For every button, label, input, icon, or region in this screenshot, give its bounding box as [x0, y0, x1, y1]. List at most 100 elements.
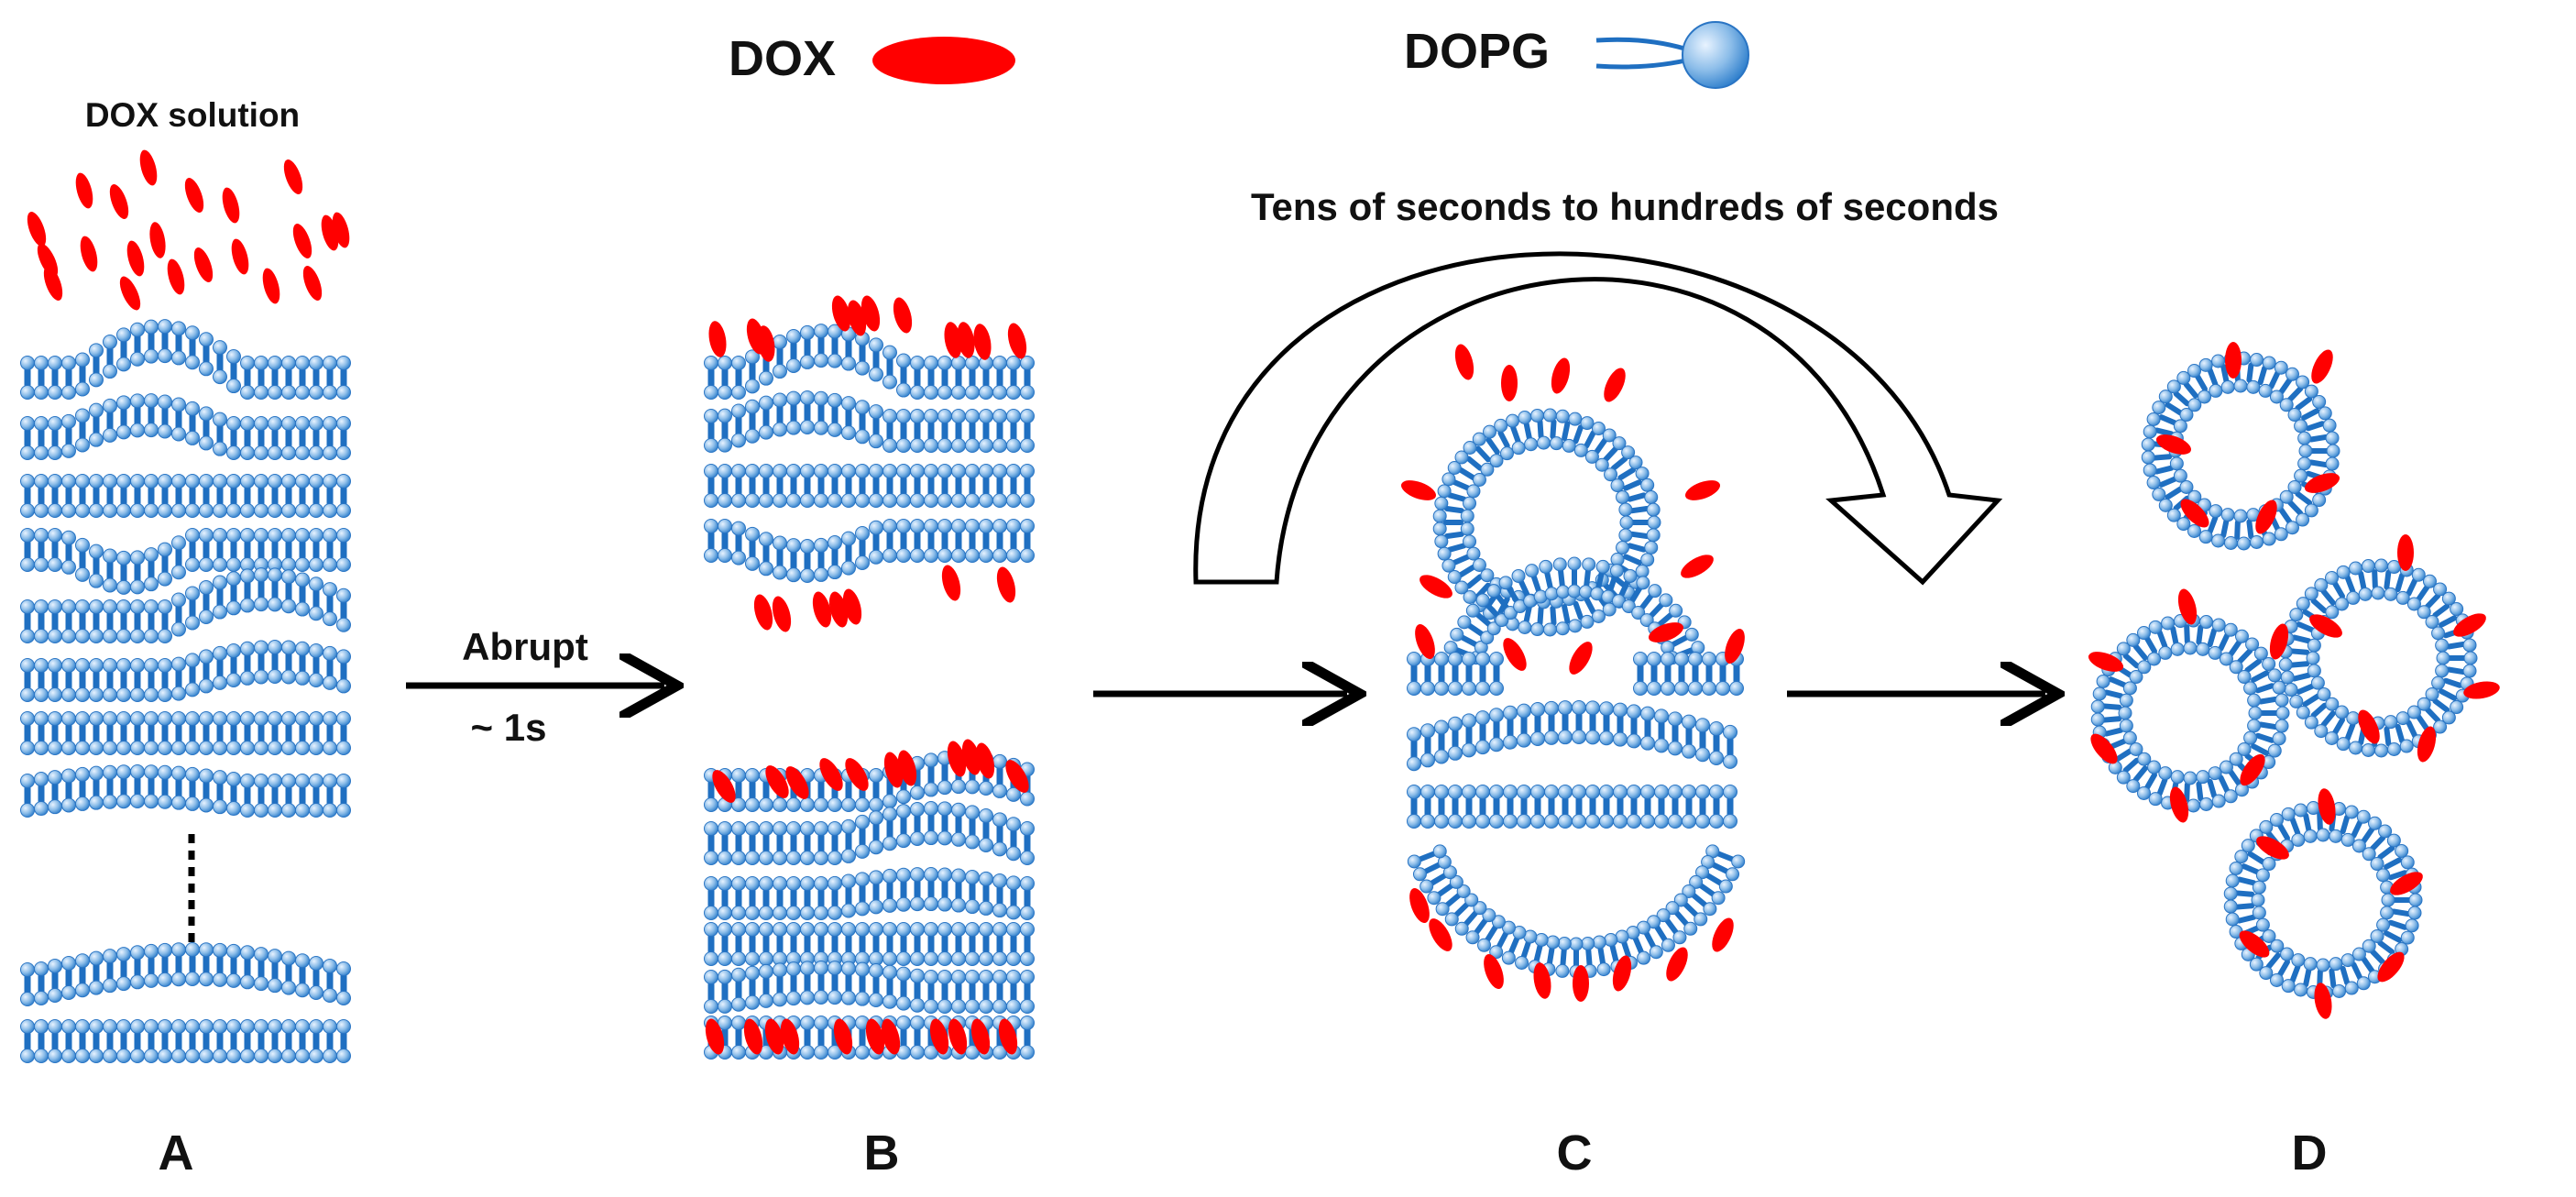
lipid-bilayer — [1407, 700, 1737, 772]
unilamellar-vesicle-1 — [2141, 351, 2340, 551]
dox-molecule — [2155, 434, 2192, 455]
legend-dox-label: DOX — [729, 31, 836, 86]
lipid-bilayer — [704, 519, 1035, 583]
dox-molecule — [43, 266, 63, 301]
lipid-bilayer — [1407, 652, 1504, 696]
panel-d-unilamellar-vesicles — [2090, 351, 2478, 1000]
dox-molecule — [126, 240, 145, 277]
lipid-bilayer — [1407, 785, 1737, 829]
dox-molecule — [1005, 760, 1029, 793]
dox-molecule — [2318, 788, 2336, 825]
dox-molecule — [1648, 622, 1684, 642]
dox-molecule — [1501, 365, 1518, 401]
fast-timescale-label: ~ 1s — [471, 706, 547, 749]
lipid-bilayer — [20, 764, 351, 818]
panel-letters: A B C D — [159, 1126, 2328, 1181]
unilamellar-vesicle-2 — [2278, 558, 2478, 758]
dox-molecule — [1484, 953, 1504, 990]
dox-molecule — [119, 276, 141, 311]
panel-b-separated-stacks — [704, 324, 1035, 1060]
curved-bilayer-lower — [1407, 844, 1746, 979]
dox-molecule — [1604, 368, 1626, 402]
dox-molecule — [975, 742, 995, 779]
dox-molecule — [1415, 623, 1435, 660]
dox-molecule — [1712, 917, 1734, 952]
dox-molecule — [2463, 681, 2500, 699]
dox-molecule — [222, 187, 240, 224]
abrupt-label: Abrupt — [462, 625, 588, 668]
lipid-bilayer — [20, 319, 351, 400]
lipid-bilayer — [20, 474, 351, 518]
dox-molecule — [705, 1018, 725, 1055]
slow-timescale-label: Tens of seconds to hundreds of seconds — [1251, 185, 1999, 228]
dox-molecule — [139, 149, 158, 186]
dox-molecule — [262, 268, 280, 304]
dox-molecule — [2311, 349, 2333, 384]
dox-molecule — [1409, 887, 1430, 924]
dox-molecule — [948, 1018, 968, 1055]
panel-letter-b: B — [864, 1126, 900, 1181]
lipid-bilayer — [20, 393, 351, 460]
dox-molecules — [27, 149, 2500, 1055]
dox-molecule — [2240, 753, 2265, 786]
dox-molecule — [2314, 983, 2332, 1019]
lipid-bilayer — [20, 1019, 351, 1063]
transition-arrows — [406, 251, 2045, 694]
dox-molecule — [708, 321, 727, 357]
dox-molecule — [998, 1018, 1018, 1055]
lipid-bilayer — [20, 711, 351, 755]
dox-molecule — [881, 1018, 901, 1055]
dox-molecule — [1007, 323, 1027, 359]
panel-letter-c: C — [1557, 1126, 1593, 1181]
lipid-bilayer — [704, 324, 1035, 400]
lipid-bilayer — [20, 942, 351, 1006]
dox-molecule — [970, 1018, 991, 1055]
dox-molecule — [2177, 588, 2198, 625]
dox-molecule — [961, 739, 981, 775]
dox-molecule — [1420, 575, 1452, 598]
dox-molecule — [865, 1018, 885, 1055]
dox-molecule — [743, 1018, 763, 1055]
dox-molecule — [2225, 342, 2242, 379]
dox-molecule — [149, 222, 166, 258]
dox-molecule — [1400, 480, 1437, 500]
dox-molecule — [2256, 836, 2289, 860]
lipid-bilayer — [704, 922, 1035, 966]
dox-molecule — [845, 758, 869, 791]
panel-letter-a: A — [159, 1126, 194, 1181]
dox-molecule — [292, 224, 312, 258]
dox-molecule — [1569, 642, 1593, 675]
dox-molecule — [2088, 652, 2124, 672]
dox-molecule — [302, 266, 323, 301]
curved-arrow-c-to-d — [1193, 251, 2003, 586]
dox-molecule — [2090, 733, 2118, 764]
dox-molecule — [833, 1018, 853, 1055]
lipid-bilayer — [704, 867, 1035, 920]
lipid-bilayer — [704, 961, 1035, 1014]
dox-molecule — [1612, 955, 1632, 992]
legend-dopg-label: DOPG — [1404, 24, 1550, 79]
lipid-bilayer — [1633, 652, 1744, 696]
dox-molecule — [2377, 951, 2405, 983]
dox-molecule — [184, 178, 204, 213]
panel-letter-d: D — [2292, 1126, 2328, 1181]
dox-molecule — [929, 1018, 949, 1055]
dox-molecule — [831, 295, 851, 332]
dox-molecule — [193, 247, 214, 282]
dox-molecule — [785, 766, 809, 799]
lipid-bilayer — [704, 464, 1035, 508]
dox-molecule — [1503, 638, 1527, 671]
unilamellar-vesicle-3 — [2090, 613, 2290, 813]
dox-molecule — [2180, 499, 2209, 528]
dox-molecule — [2397, 534, 2414, 571]
dox-molecule — [860, 295, 881, 332]
dox-molecule — [1533, 962, 1551, 999]
legend-dox-icon — [872, 37, 1015, 84]
dox-molecule — [75, 172, 93, 209]
dox-molecule — [764, 1018, 784, 1055]
legend-dopg-lipid-icon — [1595, 21, 1749, 89]
dox-molecule — [2269, 623, 2289, 660]
dox-molecule — [109, 184, 129, 219]
dox-molecule — [2390, 872, 2423, 895]
